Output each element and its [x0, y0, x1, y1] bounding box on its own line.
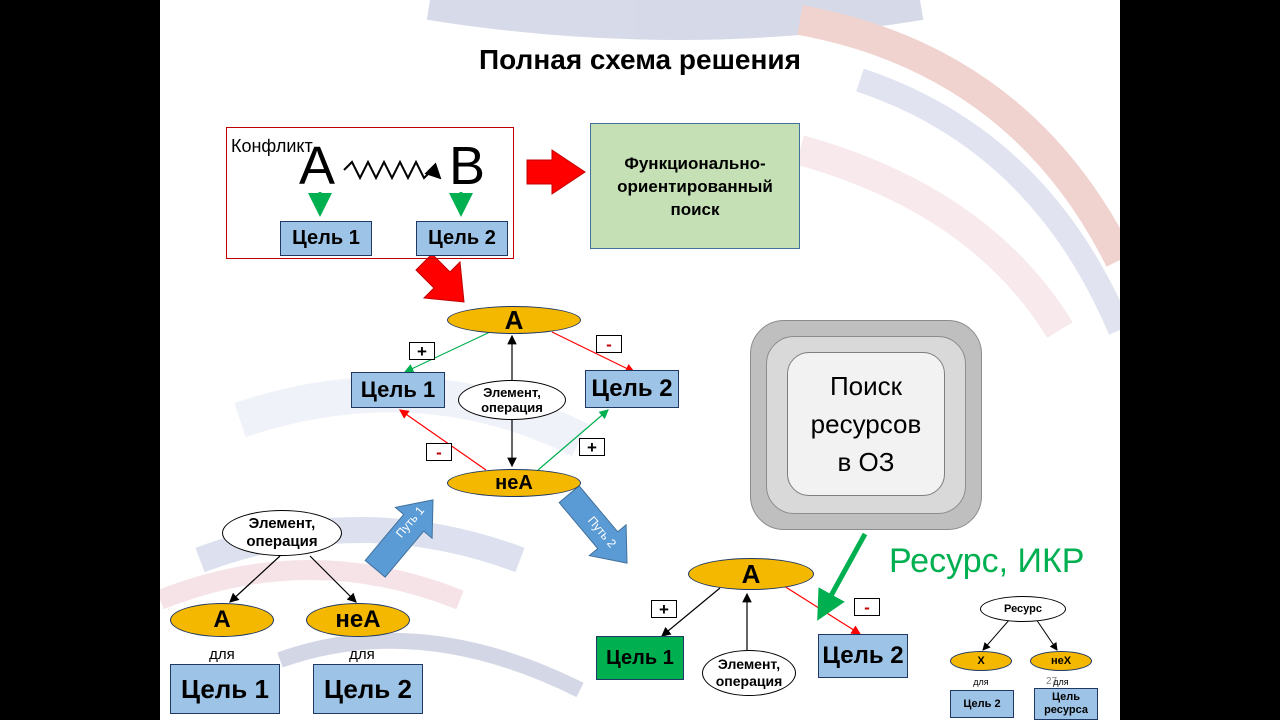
- sign-plus-2: +: [579, 438, 605, 456]
- sign-plus-1: +: [409, 342, 435, 360]
- red-arrow-down: [415, 253, 465, 303]
- path1-goal1: Цель 1: [170, 664, 280, 714]
- mini-line-root-nex: [1035, 618, 1058, 651]
- line-element-nea-left: [309, 555, 357, 603]
- sign-minus-2: -: [426, 443, 452, 461]
- path1-arrow: [364, 499, 434, 578]
- main-goal1: Цель 1: [351, 372, 445, 408]
- page-number: 27: [1046, 676, 1058, 687]
- path1-for2: для: [349, 646, 375, 663]
- main-element-ellipse: Элемент, операция: [458, 380, 566, 420]
- mini-line-root-x: [982, 618, 1011, 651]
- path2-a-ellipse: A: [688, 558, 814, 590]
- functional-search-box: Функционально-ориентированный поиск: [590, 123, 800, 249]
- path2-goal2: Цель 2: [818, 634, 908, 678]
- mini-nex-ellipse: неX: [1030, 651, 1092, 671]
- conflict-goal2: Цель 2: [416, 221, 508, 256]
- path1-nea-ellipse: неА: [306, 603, 410, 637]
- conflict-b: B: [449, 136, 486, 196]
- path1-for1: для: [209, 646, 235, 663]
- main-nea-ellipse: неА: [447, 469, 581, 497]
- main-a-ellipse: A: [447, 305, 581, 335]
- path1-element-ellipse: Элемент, операция: [222, 510, 342, 556]
- mini-goal-resource: Цель ресурса: [1034, 688, 1098, 720]
- line-a-goal2: [551, 331, 636, 373]
- mini-root-ellipse: Ресурс: [980, 596, 1066, 622]
- red-arrow-right: [526, 149, 586, 195]
- resource-search-box: Поиск ресурсов в ОЗ: [787, 352, 945, 496]
- path2-goal1: Цель 1: [596, 636, 684, 680]
- mini-x-ellipse: X: [950, 651, 1012, 671]
- line-a-goal1-green: [661, 587, 721, 637]
- line-element-a-left: [229, 555, 281, 603]
- slide-title: Полная схема решения: [479, 44, 801, 75]
- slide: Полная схема решения: [160, 0, 1120, 720]
- path2-element-ellipse: Элемент, операция: [702, 650, 796, 696]
- line-a-goal1: [403, 331, 491, 373]
- diagram-connectors: [229, 149, 1058, 651]
- path2-arrow: [558, 485, 628, 564]
- mini-for2: для: [1053, 677, 1069, 687]
- conflict-a: A: [299, 136, 336, 196]
- conflict-label: Конфликт: [231, 136, 313, 156]
- sign-minus-1: -: [596, 335, 622, 353]
- mini-for1: для: [973, 677, 989, 687]
- line-nea-goal2: [537, 409, 609, 471]
- conflict-goal1: Цель 1: [280, 221, 372, 256]
- path1-a-ellipse: A: [170, 603, 274, 637]
- path2-sign-plus: +: [651, 600, 677, 618]
- path1-goal2: Цель 2: [313, 664, 423, 714]
- mini-goal2: Цель 2: [950, 690, 1014, 718]
- main-goal2: Цель 2: [585, 370, 679, 408]
- green-arrow-resource-to-a: [817, 532, 868, 621]
- line-nea-goal1: [399, 409, 487, 471]
- resource-ikr-label: Ресурс, ИКР: [889, 542, 1085, 580]
- conflict-zigzag-arrow: [343, 159, 442, 181]
- conflict-frame: [226, 127, 514, 259]
- path2-sign-minus: -: [854, 598, 880, 616]
